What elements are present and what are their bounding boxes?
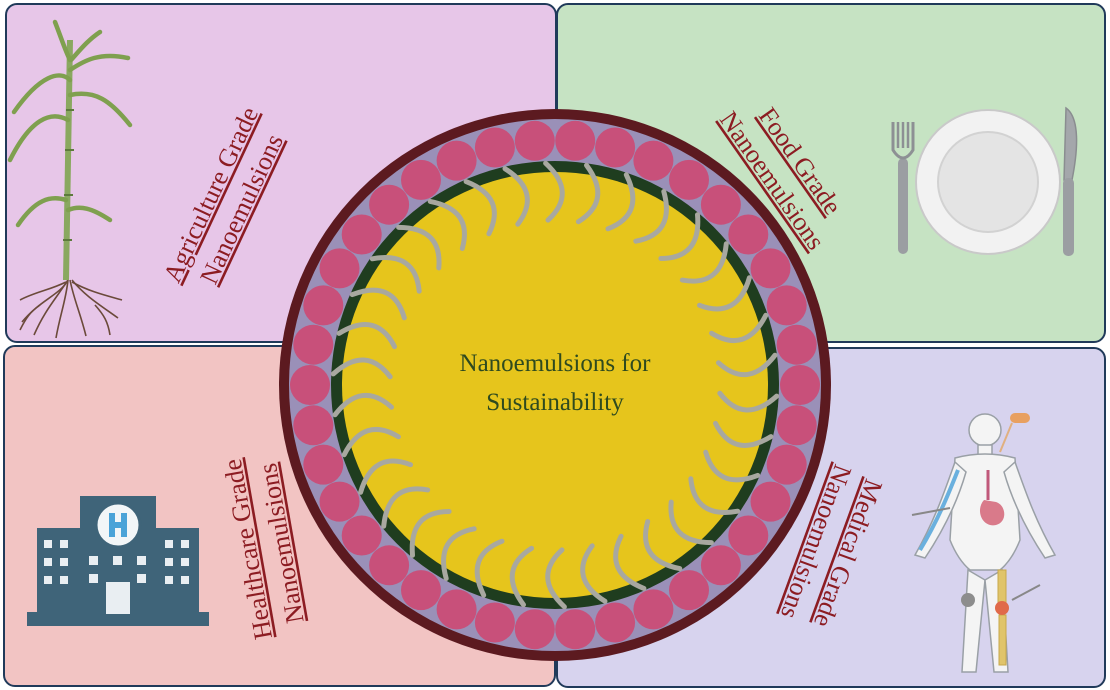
surfactant-head bbox=[401, 159, 441, 200]
surfactant-tail bbox=[697, 275, 752, 312]
oil-core bbox=[342, 172, 768, 598]
surfactant-head bbox=[514, 120, 555, 161]
surfactant-tail bbox=[409, 509, 452, 558]
surfactant-head bbox=[766, 285, 807, 326]
surfactant-tail bbox=[716, 352, 778, 378]
surfactant-tail bbox=[463, 179, 497, 237]
surfactant-head bbox=[290, 365, 330, 405]
surfactant-tail bbox=[703, 449, 761, 483]
surfactant-tail bbox=[358, 458, 413, 495]
surfactant-head bbox=[766, 444, 807, 485]
surfactant-head bbox=[595, 602, 636, 643]
capsule-icon bbox=[999, 413, 1030, 453]
surfactant-head bbox=[776, 405, 817, 446]
leg-bone-icon bbox=[997, 569, 1007, 666]
surfactant-tail bbox=[381, 486, 431, 529]
surfactant-tail bbox=[509, 545, 535, 608]
surfactant-head bbox=[369, 184, 410, 225]
surfactant-tail bbox=[341, 426, 401, 458]
surfactant-tail bbox=[349, 287, 407, 321]
surfactant-tail bbox=[330, 357, 393, 380]
surfactant-head bbox=[474, 127, 515, 168]
center-title-line1: Nanoemulsions for bbox=[460, 350, 652, 377]
surfactant-tail bbox=[336, 322, 397, 350]
h-letter-icon bbox=[109, 513, 127, 537]
surfactant-tail bbox=[668, 499, 714, 546]
surfactant-head bbox=[514, 609, 555, 650]
surfactant-head bbox=[369, 545, 410, 586]
surfactant-tails bbox=[330, 160, 780, 610]
fork-icon bbox=[891, 122, 915, 254]
surfactant-head bbox=[700, 545, 741, 586]
syringe-icon bbox=[911, 507, 1041, 601]
surfactant-tail bbox=[441, 526, 477, 581]
surfactant-head bbox=[303, 444, 344, 485]
surfactant-head bbox=[669, 159, 709, 200]
surfactant-head bbox=[780, 365, 820, 405]
surfactant-head bbox=[436, 589, 477, 630]
surfactant-tail bbox=[658, 212, 701, 261]
surfactant-head bbox=[474, 602, 515, 643]
surfactant-tail bbox=[369, 255, 422, 294]
surfactant-heads bbox=[290, 120, 820, 650]
surfactant-head bbox=[555, 120, 596, 161]
surfactant-head bbox=[633, 589, 674, 630]
human-body-anatomy-icon bbox=[911, 413, 1057, 673]
agriculture-label: Agriculture Grade Nanoemulsions bbox=[158, 102, 289, 288]
surfactant-head bbox=[341, 214, 382, 255]
surfactant-head bbox=[750, 248, 791, 289]
surfactant-tail bbox=[633, 189, 669, 244]
surfactant-tail bbox=[605, 172, 636, 232]
surfactant-head bbox=[700, 184, 741, 225]
surfactant-tail bbox=[332, 392, 394, 418]
surfactant-tail bbox=[713, 420, 774, 448]
surfactant-tail bbox=[427, 198, 467, 251]
knife-icon bbox=[1063, 106, 1078, 256]
surfactant-tail bbox=[502, 166, 530, 227]
surfactant-tail bbox=[543, 160, 565, 223]
surfactant-head bbox=[341, 515, 382, 556]
surfactant-head bbox=[669, 570, 709, 611]
knee-spot-icon bbox=[961, 593, 975, 607]
plate-icon bbox=[915, 109, 1061, 255]
surfactant-tail bbox=[474, 538, 505, 598]
stomach-icon bbox=[979, 470, 1005, 526]
surfactant-head bbox=[633, 140, 674, 181]
surfactant-head bbox=[303, 285, 344, 326]
nanoemulsion-droplet bbox=[279, 109, 831, 661]
surfactant-head bbox=[319, 481, 360, 522]
surfactant-tail bbox=[679, 241, 729, 284]
surfactant-head bbox=[728, 214, 769, 255]
surfactant-head bbox=[595, 127, 636, 168]
surfactant-tail bbox=[717, 390, 780, 413]
surfactant-tail bbox=[643, 519, 683, 572]
surfactant-head bbox=[293, 324, 334, 365]
sugarcane-plant-icon bbox=[7, 19, 133, 339]
surfactant-head bbox=[401, 570, 441, 611]
hospital-building-icon bbox=[27, 496, 209, 626]
surfactant-head bbox=[728, 515, 769, 556]
surfactant-tail bbox=[613, 533, 647, 591]
surfactant-head bbox=[750, 481, 791, 522]
surfactant-head bbox=[436, 140, 477, 181]
surfactant-head bbox=[319, 248, 360, 289]
surfactant-head bbox=[293, 405, 334, 446]
surfactant-tail bbox=[396, 224, 442, 271]
knee-joint-icon bbox=[995, 601, 1009, 615]
plate-fork-knife-icon bbox=[891, 106, 1078, 256]
surfactant-tail bbox=[575, 162, 601, 225]
surfactant-head bbox=[555, 609, 596, 650]
surfactant-tail bbox=[545, 547, 567, 610]
surfactant-head bbox=[776, 324, 817, 365]
arm-vein-icon bbox=[918, 469, 960, 552]
surfactant-tail bbox=[580, 543, 608, 604]
surfactant-tail bbox=[688, 476, 741, 515]
surfactant-tail bbox=[709, 312, 769, 344]
center-title-line2: Sustainability bbox=[486, 389, 624, 416]
